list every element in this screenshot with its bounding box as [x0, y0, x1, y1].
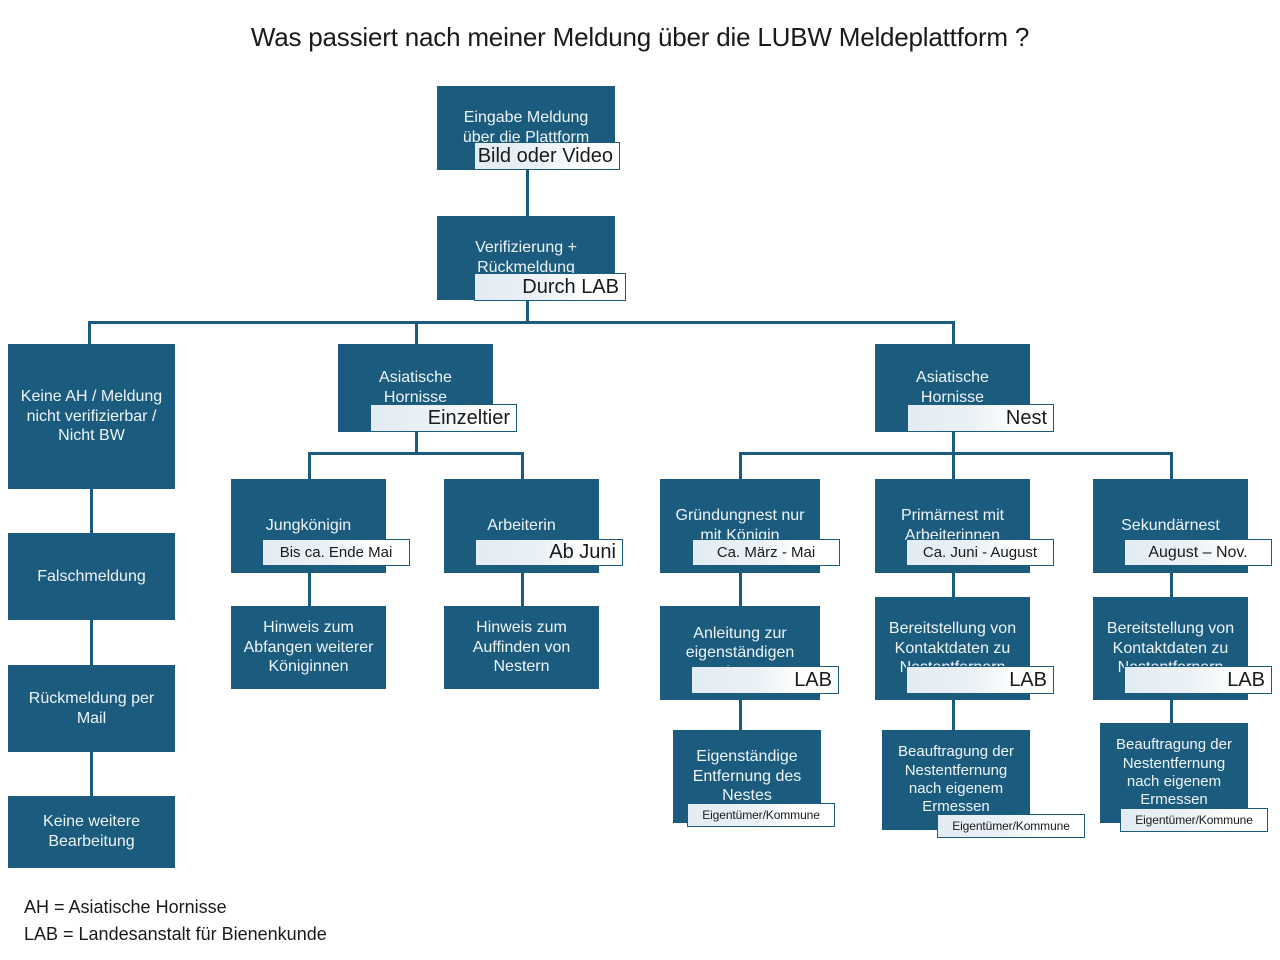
tag-lab-sekundaer-label: LAB	[1227, 668, 1265, 691]
node-keine-ah[interactable]: Keine AH / Meldung nicht verifizierbar /…	[8, 344, 175, 489]
node-beauftragung-primaer-label: Beauftragung der Nestentfernung nach eig…	[898, 743, 1014, 816]
node-hinweis-abfangen[interactable]: Hinweis zum Abfangen weiterer Königinnen	[231, 606, 386, 689]
connector-primaernest-kontaktdaten	[952, 573, 955, 606]
connector-bus-to-einzeltier	[415, 321, 418, 344]
tag-bild-oder-video[interactable]: Bild oder Video	[474, 142, 620, 170]
tag-bild-oder-video-label: Bild oder Video	[477, 144, 613, 167]
connector-gruendungsnest-anleitung	[739, 573, 742, 606]
connector-einzeltier-bus	[308, 452, 523, 455]
connector-main-bus	[88, 321, 954, 324]
connector-arbeiterin-hinweis	[521, 573, 524, 606]
tag-ca-maerz-mai[interactable]: Ca. März - Mai	[692, 539, 840, 566]
node-jungkoenigin-label: Jungkönigin	[265, 517, 352, 535]
connector-falschmeldung-rueckmeldung	[90, 620, 93, 665]
node-arbeiterin-label: Arbeiterin	[487, 517, 556, 535]
tag-ca-juni-august-label: Ca. Juni - August	[922, 544, 1038, 561]
tag-ca-juni-august[interactable]: Ca. Juni - August	[906, 539, 1054, 566]
tag-ca-maerz-mai-label: Ca. März - Mai	[716, 544, 816, 561]
tag-einzeltier[interactable]: Einzeltier	[370, 404, 517, 432]
tag-nest-label: Nest	[1005, 406, 1047, 429]
tag-eigentuemer-kommune-1-label: Eigentümer/Kommune	[702, 808, 820, 822]
tag-einzeltier-label: Einzeltier	[427, 406, 510, 429]
node-ah-einzeltier-label: Asiatische Hornisse	[379, 369, 452, 406]
page-title: Was passiert nach meiner Meldung über di…	[250, 22, 1030, 52]
connector-bus-to-jungkoenigin	[308, 452, 311, 479]
connector-bus-to-gruendungsnest	[739, 452, 742, 479]
tag-bis-ende-mai-label: Bis ca. Ende Mai	[279, 544, 393, 561]
node-sekundaernest-label: Sekundärnest	[1121, 517, 1220, 535]
connector-nest-bus	[739, 452, 1173, 455]
node-verifizierung-label: Verifizierung + Rückmeldung	[475, 239, 577, 276]
tag-eigentuemer-kommune-2[interactable]: Eigentümer/Kommune	[937, 814, 1085, 838]
connector-keine-ah-falschmeldung	[90, 489, 93, 533]
node-rueckmeldung-mail[interactable]: Rückmeldung per Mail	[8, 665, 175, 752]
connector-nest-trunk	[952, 432, 955, 453]
connector-anleitung-eigenstaendige	[739, 700, 742, 730]
tag-august-nov-label: August – Nov.	[1148, 543, 1248, 561]
connector-bus-to-sekundaernest	[1170, 452, 1173, 479]
legend-line-ah: AH = Asiatische Hornisse	[24, 897, 227, 917]
connector-kontaktdaten-sekundaer-beauftragung	[1170, 700, 1173, 730]
tag-lab-primaer[interactable]: LAB	[906, 666, 1054, 694]
tag-durch-lab[interactable]: Durch LAB	[474, 273, 626, 301]
node-beauftragung-sekundaer[interactable]: Beauftragung der Nestentfernung nach eig…	[1100, 723, 1248, 823]
connector-bus-to-primaernest	[952, 452, 955, 479]
node-hinweis-abfangen-label: Hinweis zum Abfangen weiterer Königinnen	[243, 619, 374, 676]
connector-kontaktdaten-primaer-beauftragung	[952, 700, 955, 730]
node-hinweis-auffinden[interactable]: Hinweis zum Auffinden von Nestern	[444, 606, 599, 689]
tag-lab-anleitung[interactable]: LAB	[691, 666, 839, 694]
connector-sekundaernest-kontaktdaten	[1170, 573, 1173, 606]
node-ah-nest-label: Asiatische Hornisse	[916, 369, 989, 406]
tag-lab-primaer-label: LAB	[1009, 668, 1047, 691]
node-falschmeldung-label: Falschmeldung	[37, 567, 146, 585]
connector-bus-to-keine-ah	[88, 321, 91, 344]
node-keine-ah-label: Keine AH / Meldung nicht verifizierbar /…	[20, 388, 163, 445]
node-beauftragung-primaer[interactable]: Beauftragung der Nestentfernung nach eig…	[882, 730, 1030, 830]
tag-august-nov[interactable]: August – Nov.	[1124, 539, 1272, 566]
tag-ab-juni[interactable]: Ab Juni	[475, 539, 623, 566]
node-verifizierung[interactable]: Verifizierung + Rückmeldung	[437, 216, 615, 300]
node-eigenstaendige-entfernung-label: Eigenständige Entfernung des Nestes	[692, 748, 802, 805]
tag-eigentuemer-kommune-3[interactable]: Eigentümer/Kommune	[1120, 808, 1268, 832]
tag-nest[interactable]: Nest	[907, 404, 1054, 432]
connector-rueckmeldung-keine-bearbeitung	[90, 752, 93, 796]
tag-lab-anleitung-label: LAB	[794, 668, 832, 691]
node-rueckmeldung-mail-label: Rückmeldung per Mail	[28, 689, 155, 727]
connector-jungkoenigin-hinweis	[308, 573, 311, 606]
node-keine-weitere-bearbeitung-label: Keine weitere Bearbeitung	[43, 813, 140, 850]
node-hinweis-auffinden-label: Hinweis zum Auffinden von Nestern	[472, 619, 571, 676]
connector-bus-to-arbeiterin	[521, 452, 524, 479]
connector-bus-to-nest	[952, 321, 955, 344]
node-falschmeldung[interactable]: Falschmeldung	[8, 533, 175, 620]
tag-eigentuemer-kommune-3-label: Eigentümer/Kommune	[1135, 813, 1253, 827]
tag-ab-juni-label: Ab Juni	[549, 541, 616, 563]
legend-line-lab: LAB = Landesanstalt für Bienenkunde	[24, 924, 327, 944]
connector-einzeltier-trunk	[415, 432, 418, 453]
connector-verifizierung-trunk	[526, 300, 529, 323]
connector-eingabe-verifizierung	[526, 170, 529, 217]
tag-eigentuemer-kommune-2-label: Eigentümer/Kommune	[952, 819, 1070, 833]
tag-bis-ende-mai[interactable]: Bis ca. Ende Mai	[262, 539, 410, 566]
tag-durch-lab-label: Durch LAB	[522, 275, 619, 298]
node-eingabe-meldung-label: Eingabe Meldung über die Plattform	[462, 109, 590, 146]
node-keine-weitere-bearbeitung[interactable]: Keine weitere Bearbeitung	[8, 796, 175, 868]
tag-lab-sekundaer[interactable]: LAB	[1124, 666, 1272, 694]
node-beauftragung-sekundaer-label: Beauftragung der Nestentfernung nach eig…	[1116, 736, 1232, 809]
tag-eigentuemer-kommune-1[interactable]: Eigentümer/Kommune	[687, 803, 835, 827]
